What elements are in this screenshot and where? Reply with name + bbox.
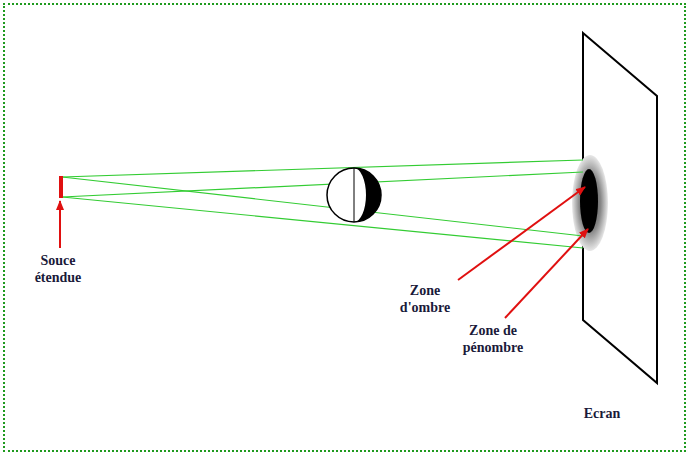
light-source: [59, 176, 63, 198]
penumbra-label: Zone de pénombre: [438, 322, 548, 356]
penumbra: [572, 155, 608, 251]
screen-label: Ecran: [557, 405, 647, 422]
shadow-label: Zone d'ombre: [385, 282, 465, 316]
shadow: [580, 169, 598, 233]
sphere: [327, 168, 381, 222]
source-label: Souce étendue: [18, 252, 98, 286]
light-rays: [62, 160, 583, 248]
leader-arrows: [60, 187, 588, 318]
